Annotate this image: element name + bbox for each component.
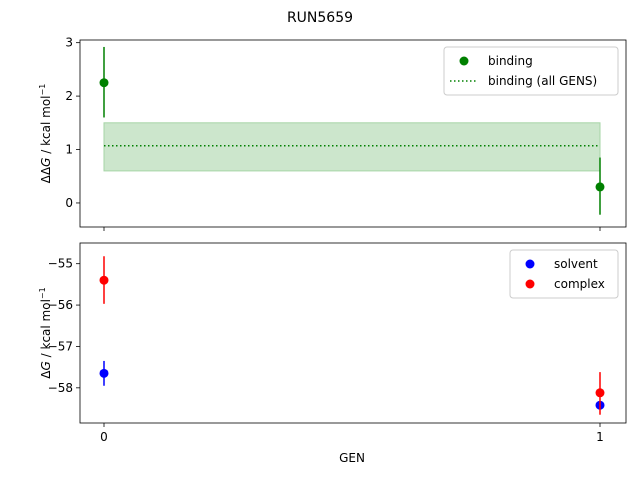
y-tick-label: −55 bbox=[48, 257, 73, 271]
y-tick-label: 2 bbox=[65, 89, 73, 103]
axes-frame bbox=[79, 39, 627, 228]
legend: binding binding (all GENS) bbox=[443, 46, 619, 96]
x-axis-label: GEN bbox=[339, 451, 365, 465]
binding-point bbox=[595, 182, 605, 192]
figure-title: RUN5659 bbox=[287, 10, 353, 26]
x-tick-label: 1 bbox=[596, 430, 604, 444]
y-tick-label: 1 bbox=[65, 143, 73, 157]
complex-point bbox=[99, 275, 109, 285]
y-tick-label: −56 bbox=[48, 298, 73, 312]
aggregate-uncertainty-band bbox=[103, 122, 601, 172]
y-tick-label: −58 bbox=[48, 381, 73, 395]
legend-marker bbox=[525, 279, 535, 289]
axes-frame bbox=[79, 242, 627, 424]
legend-marker bbox=[525, 259, 535, 269]
binding-point bbox=[99, 78, 109, 88]
complex-point bbox=[595, 388, 605, 398]
solvent-complex-panel: −58 −57 −56 −55 0 1 ΔG / kcal mol−1 solvent comp… bbox=[38, 242, 627, 444]
legend-marker bbox=[459, 56, 469, 66]
y-tick-label: 3 bbox=[65, 36, 73, 50]
x-tick-label: 0 bbox=[100, 430, 108, 444]
legend: solvent complex bbox=[509, 249, 619, 299]
legend-label: binding bbox=[488, 54, 533, 68]
legend-label: binding (all GENS) bbox=[488, 74, 597, 88]
legend-label: solvent bbox=[554, 257, 598, 271]
solvent-point bbox=[99, 368, 109, 378]
legend-label: complex bbox=[554, 277, 605, 291]
y-axis-label: ΔG / kcal mol−1 bbox=[38, 287, 53, 378]
y-tick-label: −57 bbox=[48, 339, 73, 353]
y-axis-label: ΔΔG / kcal mol−1 bbox=[38, 84, 53, 184]
y-tick-label: 0 bbox=[65, 196, 73, 210]
